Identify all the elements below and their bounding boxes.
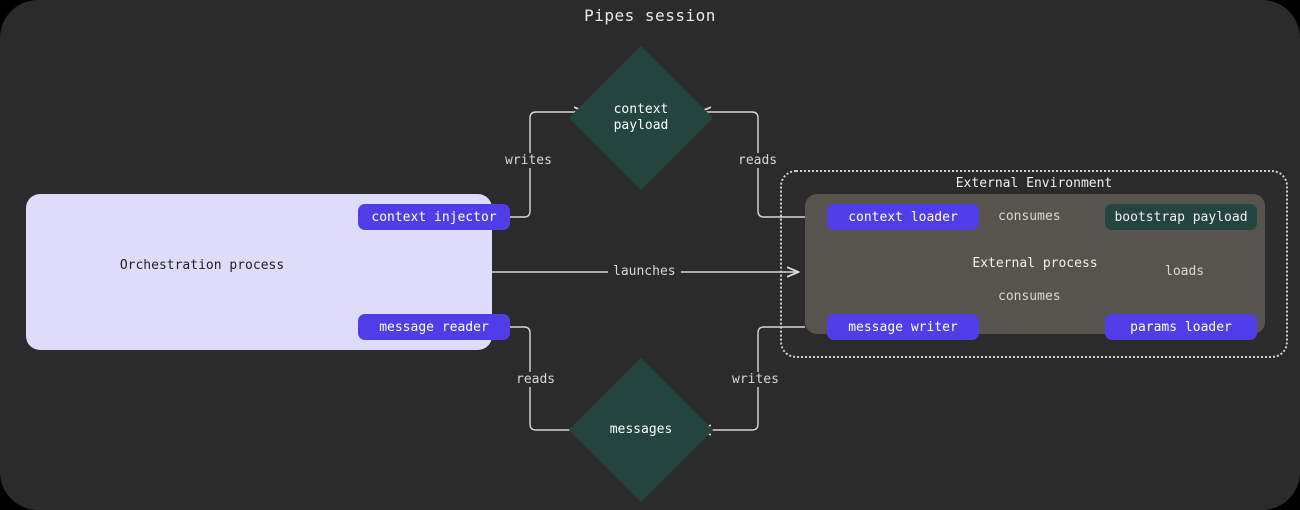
store-messages-label: messages — [561, 370, 721, 490]
store-context-payload[interactable]: context payload — [561, 45, 721, 191]
orchestration-process-panel: Orchestration process context injector m… — [26, 194, 510, 350]
external-process-label: External process — [972, 256, 1098, 271]
edge-label-consumes-context: consumes — [993, 209, 1066, 224]
node-params-loader[interactable]: params loader — [1105, 314, 1257, 340]
edge-label-reads-context: reads — [733, 153, 783, 168]
store-messages[interactable]: messages — [561, 357, 721, 503]
edge-label-writes-messages: writes — [727, 372, 784, 387]
edge-label-loads: loads — [1160, 264, 1210, 279]
page-title: Pipes session — [584, 6, 716, 25]
node-message-writer[interactable]: message writer — [827, 314, 979, 340]
external-environment-boundary: External Environment — [780, 170, 1288, 358]
node-context-injector[interactable]: context injector — [358, 204, 510, 230]
edge-label-writes-context: writes — [500, 153, 557, 168]
edge-label-consumes-message: consumes — [993, 289, 1066, 304]
orchestration-process-label: Orchestration process — [119, 258, 285, 273]
edge-label-reads-messages: reads — [511, 372, 561, 387]
store-context-payload-line2: payload — [613, 118, 669, 133]
store-messages-line1: messages — [609, 421, 673, 437]
store-context-payload-line1: context — [613, 101, 669, 117]
node-context-loader[interactable]: context loader — [827, 204, 979, 230]
node-message-reader[interactable]: message reader — [358, 314, 510, 340]
edge-label-launches: launches — [608, 264, 681, 279]
external-environment-label: External Environment — [955, 176, 1113, 191]
store-context-payload-label: context payload — [561, 58, 721, 178]
node-bootstrap-payload[interactable]: bootstrap payload — [1105, 204, 1257, 230]
